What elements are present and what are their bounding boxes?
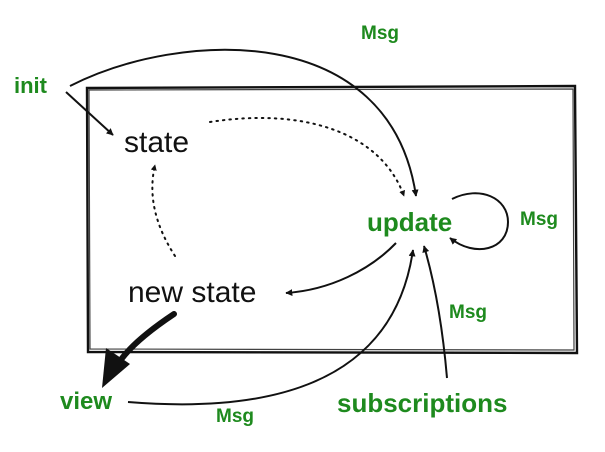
dotted-state-to-update	[209, 116, 405, 197]
arrow-subscriptions-to-update	[422, 245, 448, 379]
node-init: init	[14, 73, 47, 98]
arrow-view-to-update	[127, 249, 416, 406]
node-new-state: new state	[128, 276, 257, 309]
dotted-new-state-to-state	[150, 164, 176, 257]
arrow-init-to-update	[69, 48, 419, 197]
program-boundary	[85, 84, 579, 355]
edge-label-view-to-update: Msg	[216, 406, 254, 427]
node-view: view	[60, 388, 113, 415]
node-state: state	[124, 126, 190, 159]
edge-label-update-self: Msg	[520, 209, 558, 230]
edge-label-init-to-update: Msg	[361, 23, 399, 44]
edge-label-subscriptions-to-update: Msg	[449, 302, 487, 323]
arrow-update-to-new-state	[285, 242, 397, 297]
arrow-init-to-state	[65, 91, 114, 136]
arrow-update-self-loop	[449, 192, 510, 251]
node-subscriptions: subscriptions	[337, 388, 508, 418]
bold-arrow-new-state-to-view	[102, 311, 177, 388]
node-update: update	[367, 207, 453, 237]
